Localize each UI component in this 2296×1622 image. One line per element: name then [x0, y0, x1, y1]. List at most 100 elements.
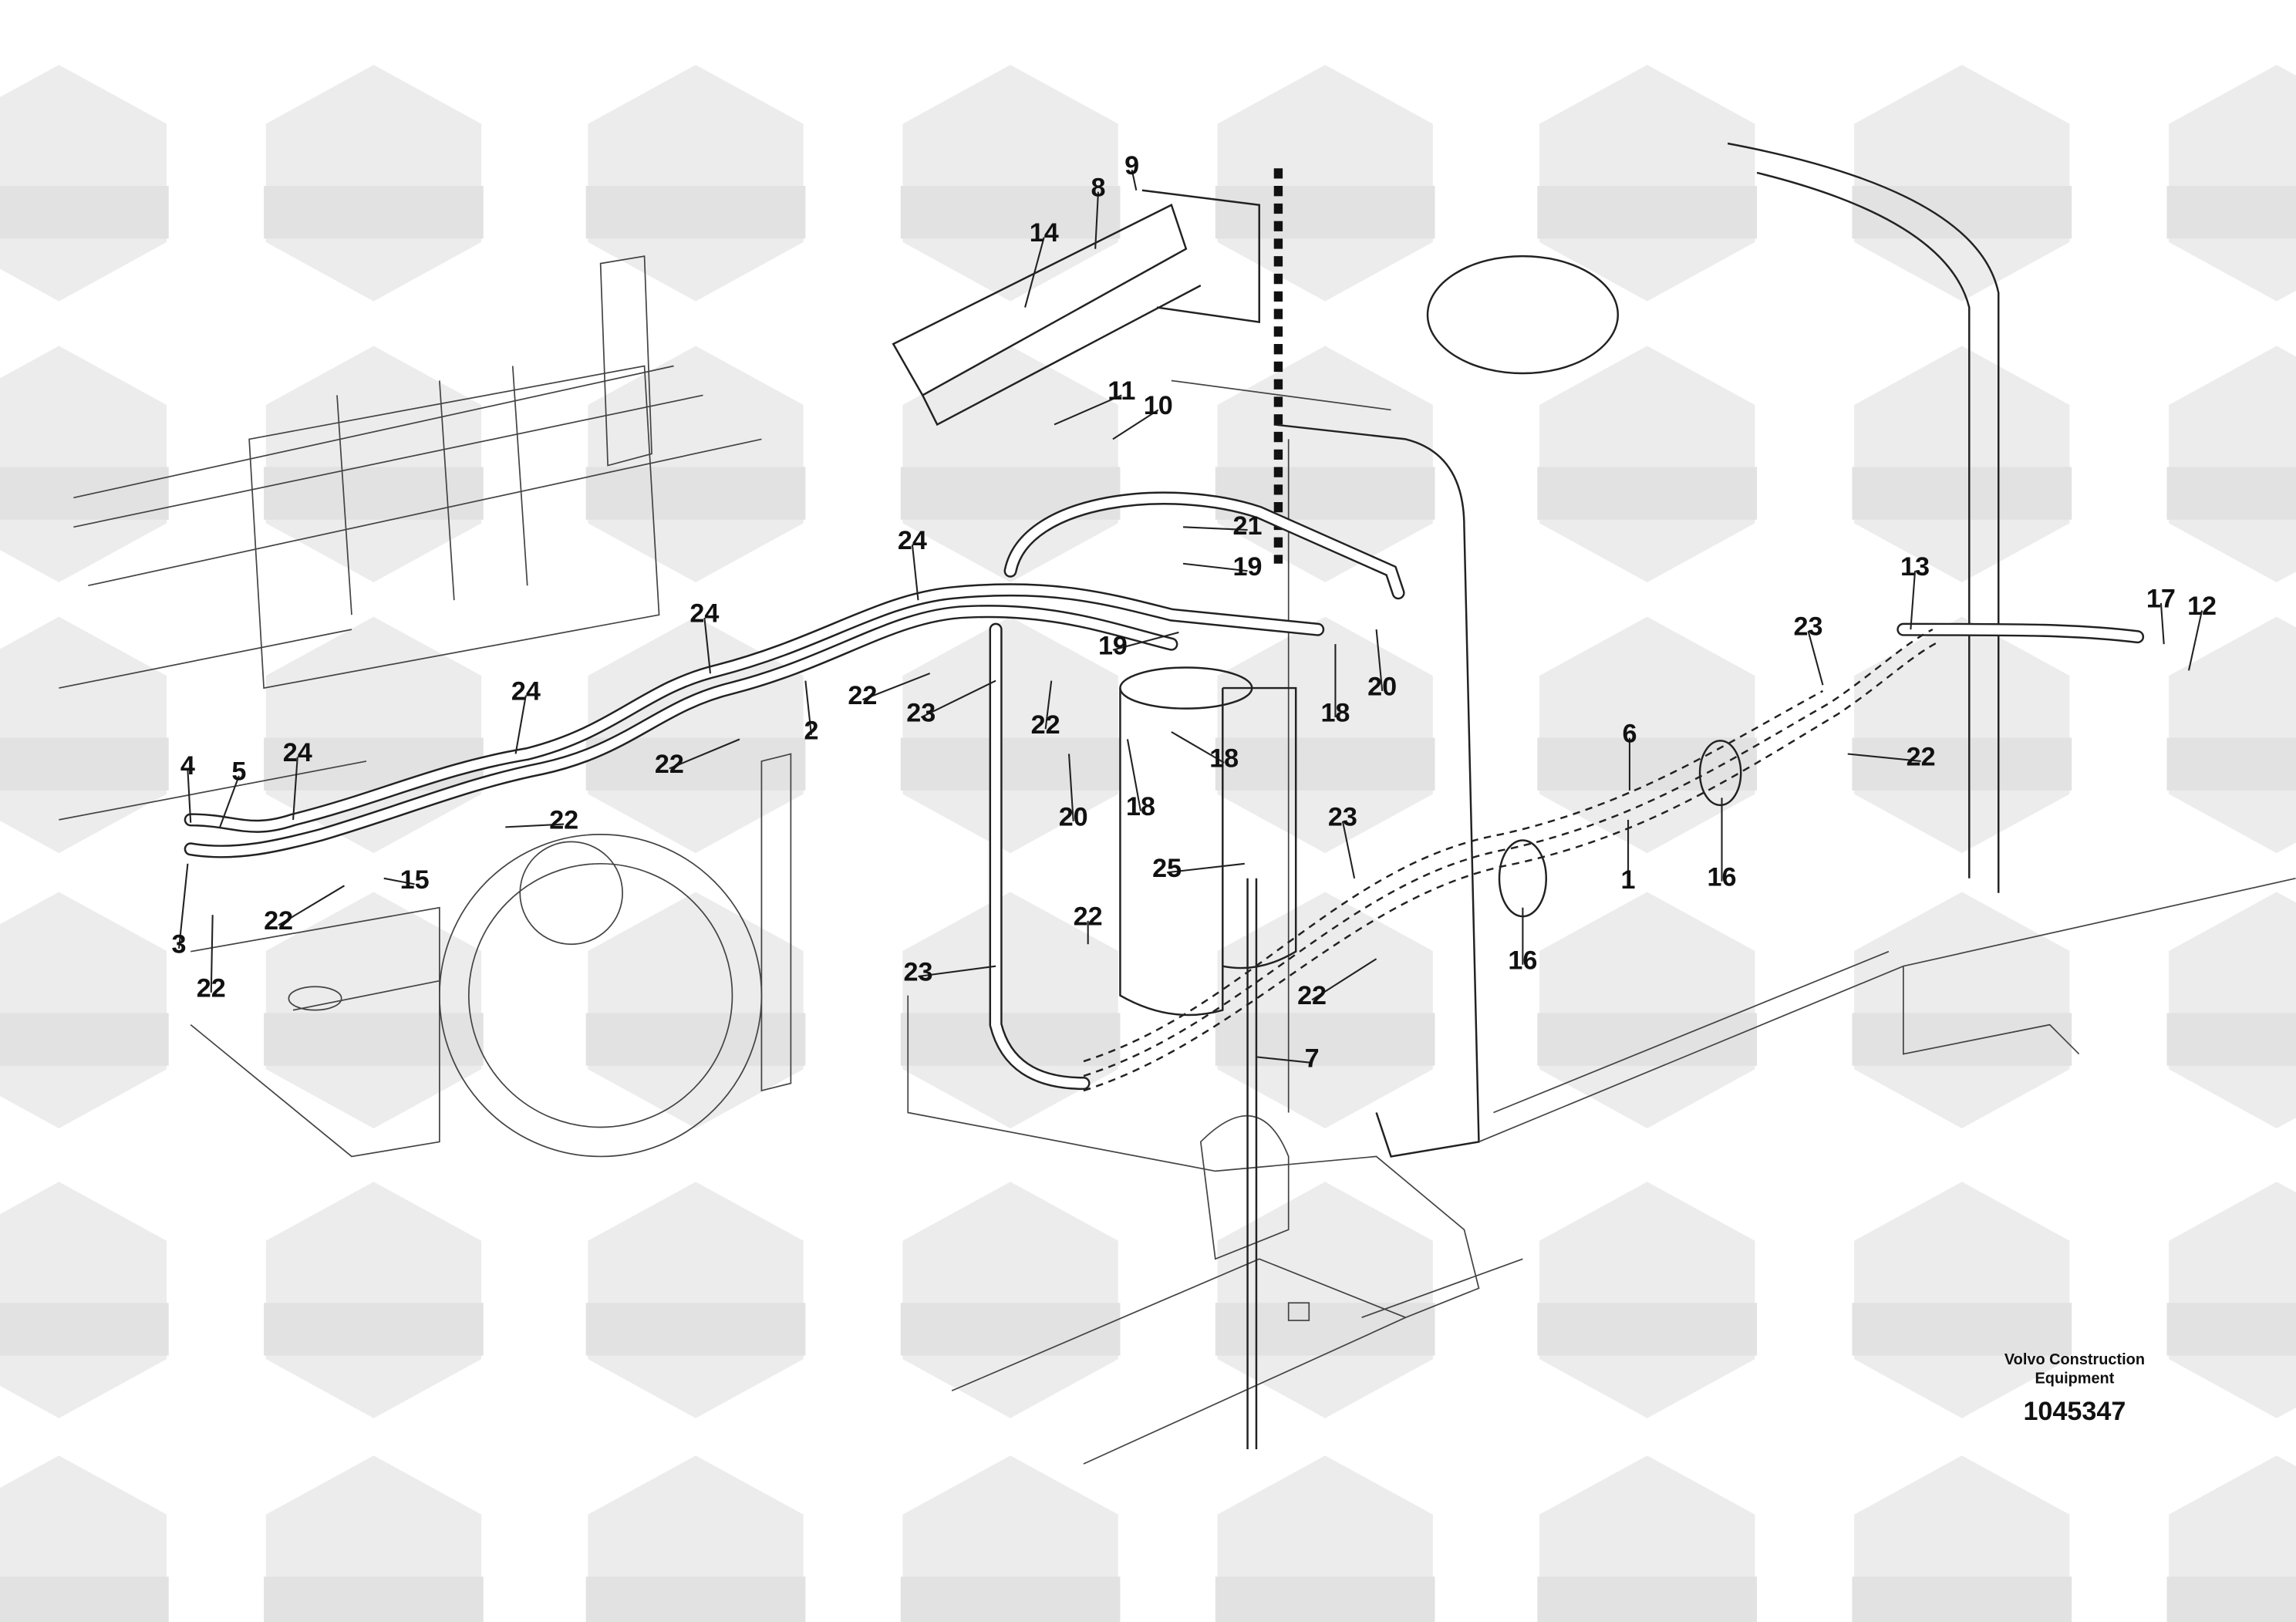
callout-leader [920, 679, 996, 718]
watermark-banner [0, 737, 169, 791]
watermark-banner [900, 1576, 1121, 1622]
callout-leader [2187, 610, 2203, 671]
callout-leader [669, 738, 740, 770]
watermark-banner [2166, 1013, 2296, 1066]
watermark-banner [1852, 1576, 2072, 1622]
watermark-banner [585, 1576, 806, 1622]
watermark-hexagon [902, 65, 1118, 302]
watermark-banner [1852, 467, 2072, 520]
callout-label-10: 10 [1144, 391, 1173, 420]
callout-label-16: 16 [1708, 862, 1737, 892]
watermark-banner [1537, 186, 1758, 239]
watermark-hexagon [1539, 1182, 1755, 1418]
callout-label-7: 7 [1305, 1044, 1320, 1074]
callout-label-19: 19 [1233, 552, 1263, 582]
callout-label-24: 24 [283, 738, 312, 767]
callout-label-23: 23 [1328, 802, 1357, 831]
watermark-hexagon [902, 346, 1118, 583]
watermark-banner [264, 186, 484, 239]
callout-leader [703, 617, 712, 674]
callout-label-20: 20 [1059, 802, 1088, 831]
callout-leader [1341, 821, 1356, 879]
watermark-hexagon [1539, 65, 1755, 302]
callout-leader [1044, 680, 1053, 730]
callout-leader [177, 863, 189, 949]
callout-label-13: 13 [1900, 552, 1930, 582]
watermark-hexagon [902, 1182, 1118, 1418]
callout-label-5: 5 [231, 757, 246, 787]
watermark-banner [1537, 737, 1758, 791]
watermark-banner [585, 1013, 806, 1066]
callout-label-18: 18 [1320, 699, 1350, 728]
watermark-banner [1852, 186, 2072, 239]
watermark-banner [264, 1013, 484, 1066]
watermark-layer [0, 65, 2296, 1622]
watermark-hexagon [902, 616, 1118, 854]
watermark-hexagon [1854, 346, 2070, 583]
callout-label-4: 4 [180, 751, 195, 781]
watermark-hexagon [0, 65, 167, 302]
watermark-banner [264, 467, 484, 520]
watermark-banner [1215, 1303, 1435, 1356]
callout-leader [1167, 862, 1245, 874]
callout-leader [911, 544, 919, 601]
watermark-banner [1537, 1303, 1758, 1356]
watermark-banner [264, 1576, 484, 1622]
watermark-banner [585, 467, 806, 520]
callout-label-22: 22 [1297, 981, 1327, 1010]
callout-leader [2159, 602, 2165, 645]
hoses [184, 491, 2145, 1092]
watermark-banner [2166, 1576, 2296, 1622]
watermark-banner [0, 1013, 169, 1066]
watermark-hexagon [1217, 1182, 1433, 1418]
callout-label-22: 22 [1907, 743, 1936, 772]
callout-label-9: 9 [1124, 151, 1139, 180]
callout-label-16: 16 [1508, 946, 1537, 975]
callout-leader [505, 823, 565, 828]
watermark-banner [1215, 1576, 1435, 1622]
callout-label-12: 12 [2187, 592, 2217, 621]
callout-label-23: 23 [904, 958, 933, 987]
callout-leader [292, 757, 298, 820]
watermark-banner [900, 1303, 1121, 1356]
watermark-banner [1537, 1576, 1758, 1622]
watermark-banner [264, 1303, 484, 1356]
watermark-banner [0, 1303, 169, 1356]
callout-leader [1094, 191, 1100, 249]
callout-label-3: 3 [172, 930, 187, 959]
watermark-banner [2166, 186, 2296, 239]
callout-leader [804, 680, 812, 735]
watermark-hexagon [1539, 892, 1755, 1128]
watermark-hexagon [588, 616, 804, 854]
callout-label-22: 22 [655, 750, 684, 779]
watermark-banner [1852, 1013, 2072, 1066]
watermark-banner [2166, 467, 2296, 520]
watermark-hexagon [2169, 346, 2296, 583]
watermark-hexagon [0, 892, 167, 1128]
callout-leader [1112, 409, 1159, 440]
watermark-banner [0, 186, 169, 239]
watermark-banner [2166, 1303, 2296, 1356]
callout-leader [1910, 571, 1917, 630]
watermark-banner [1852, 1303, 2072, 1356]
callout-leader [1807, 630, 1824, 686]
watermark-banner [0, 467, 169, 520]
watermark-banner [585, 737, 806, 791]
watermark-banner [1215, 737, 1435, 791]
callout-label-20: 20 [1367, 673, 1397, 702]
callout-label-25: 25 [1152, 854, 1182, 883]
callout-label-18: 18 [1126, 792, 1155, 821]
callout-label-2: 2 [804, 716, 818, 745]
watermark-hexagon [1539, 346, 1755, 583]
callout-leader [1171, 731, 1225, 764]
callout-leader [1311, 958, 1377, 1001]
callout-leader [1067, 754, 1074, 821]
callout-label-24: 24 [898, 526, 927, 555]
watermark-banner [1537, 1013, 1758, 1066]
callout-label-14: 14 [1030, 218, 1059, 248]
watermark-hexagon [588, 65, 804, 302]
watermark-hexagon [2169, 892, 2296, 1128]
watermark-banner [900, 186, 1121, 239]
drawing-number: 1045347 [2023, 1397, 2126, 1426]
